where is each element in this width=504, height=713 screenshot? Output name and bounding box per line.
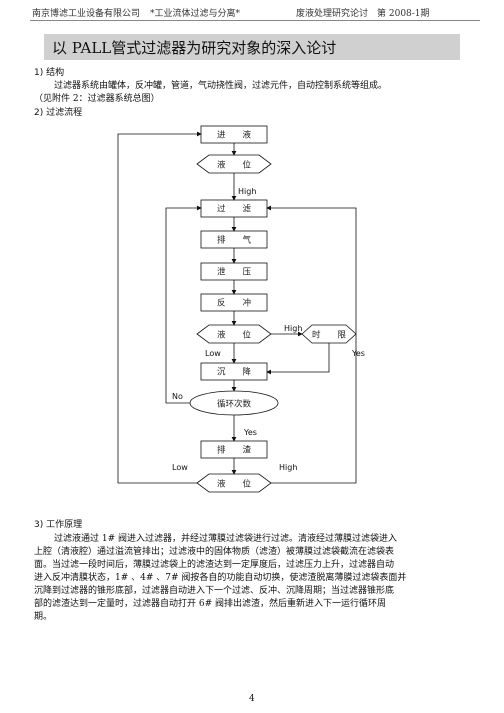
- section1-line2: （见附件 2：过滤器系统总图）: [34, 94, 160, 104]
- title-bar: [44, 34, 460, 60]
- flow-text-settle: 沉 降: [217, 367, 252, 378]
- flow-text-depressurize: 泄 压: [217, 267, 252, 278]
- section3-line2: 上腔（清液腔）通过溢流管排出；过滤液中的固体物质（滤渣）被薄膜过滤袋截流在滤袋表: [34, 547, 395, 557]
- section3-line6: 部的滤渣达到一定量时，过滤器自动打开 6# 阀排出滤渣，然后重新进入下一运行循环…: [34, 599, 386, 609]
- section3-heading: 3) 工作原理: [34, 520, 83, 530]
- flow-label-low-mid: Low: [205, 349, 221, 358]
- flow-text-filter: 过 滤: [217, 204, 252, 215]
- flow-text-level3: 液 位: [217, 479, 252, 490]
- flow-text-level2: 液 位: [217, 330, 252, 341]
- header-company: 南京博滤工业设备有限公司: [32, 9, 141, 19]
- flow-text-cycles: 循环次数: [217, 399, 252, 410]
- flow-label-yes-bottom: Yes: [243, 428, 257, 437]
- flow-label-yes-right: Yes: [351, 349, 365, 358]
- flow-label-no: No: [172, 392, 183, 401]
- header-series: *工业流体过滤与分离*: [150, 9, 241, 19]
- flow-label-high-mid: High: [284, 324, 302, 333]
- header-issue: 废液处理研究论讨 第 2008-1期: [296, 9, 430, 19]
- section3-line4: 进入反冲清膜状态，1# 、4# 、7# 阀按各自的功能自动切换，使滤渣脱离薄膜过…: [34, 573, 407, 583]
- section1-line1: 过滤器系统由罐体，反冲罐，管道，气动挠性阀，过滤元件，自动控制系统等组成。: [54, 81, 388, 91]
- flow-label-high-bottom: High: [279, 463, 297, 472]
- flow-label-low-bottom: Low: [172, 463, 188, 472]
- flowchart: 进 液 液 位 过 滤 排 气 泄 压 反 冲 液 位 时 限 沉 降 循环次数…: [117, 125, 365, 493]
- section3-line1: 过滤液通过 1# 阀进入过滤器，并经过薄膜过滤袋进行过滤。清液经过薄膜过滤袋进入: [54, 534, 397, 544]
- flow-text-vent: 排 气: [217, 235, 252, 246]
- section3-line5: 沉降到过滤器的锥形底部，过滤器自动进入下一个过滤、反冲、沉降周期；当过滤器锥形底: [34, 586, 395, 596]
- section1-heading: 1) 结构: [34, 68, 65, 78]
- page-number: 4: [249, 694, 255, 704]
- header-rule: [30, 20, 480, 21]
- flow-text-backflush: 反 冲: [217, 298, 251, 309]
- flow-label-high-top: High: [238, 187, 256, 196]
- section3-line7: 期。: [34, 612, 53, 622]
- page-title: 以 PALL管式过滤器为研究对象的深入论讨: [52, 39, 337, 57]
- flow-text-level1: 液 位: [217, 160, 252, 171]
- flow-text-inlet: 进 液: [217, 130, 252, 141]
- section2-heading: 2) 过滤流程: [34, 108, 83, 118]
- flow-decision-level1: [196, 154, 272, 174]
- section3-line3: 面。当过滤一段时间后，薄膜过滤袋上的滤渣达到一定厚度后，过滤压力上升，过滤器自动: [34, 560, 395, 570]
- flow-text-drain: 排 渣: [217, 445, 252, 456]
- flow-text-delay: 时 限: [312, 330, 347, 341]
